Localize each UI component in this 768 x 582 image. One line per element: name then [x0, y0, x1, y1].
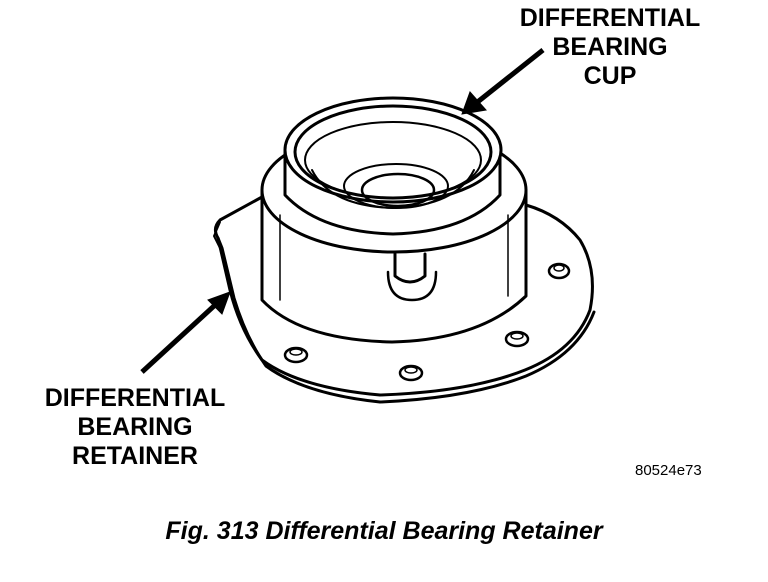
bearing-cup-label-line: CUP: [583, 62, 637, 90]
bolt-hole: [404, 366, 418, 374]
cup-arrowhead: [461, 91, 487, 115]
bearing-cup-label: DIFFERENTIAL BEARING CUP: [480, 6, 740, 93]
bearing-cup-label-line: BEARING: [552, 33, 668, 61]
cup-leader-line: [473, 48, 545, 106]
bolt-hole: [510, 332, 524, 340]
neck-top-rim: [283, 96, 503, 204]
bearing-retainer-label-line: RETAINER: [72, 442, 198, 470]
bolt-hole: [547, 262, 571, 280]
inner-bore-hole: [360, 172, 436, 208]
bearing-retainer-label-line: BEARING: [77, 413, 193, 441]
flange-edge: [216, 236, 596, 404]
inner-bore-outer: [343, 163, 449, 209]
bearing-retainer-label: DIFFERENTIAL BEARING RETAINER: [20, 386, 250, 473]
leader-arrows: [140, 48, 545, 374]
notch-bulge: [386, 270, 438, 302]
bolt-hole: [398, 364, 424, 382]
bearing-cup-label-line: DIFFERENTIAL: [519, 4, 701, 32]
flange-left-edge: [213, 221, 221, 249]
figure-caption: Fig. 313 Differential Bearing Retainer: [165, 517, 603, 545]
figure-code: 80524e73: [635, 462, 702, 479]
bolt-hole: [283, 346, 309, 364]
housing-notch: [393, 252, 427, 284]
retainer-leader-line: [140, 304, 216, 374]
bolt-hole: [289, 348, 303, 356]
bolt-hole: [504, 330, 530, 348]
bearing-retainer-label-line: DIFFERENTIAL: [44, 384, 226, 412]
bolt-hole: [553, 264, 565, 272]
retainer-arrowhead: [207, 291, 231, 315]
bolt-holes: [283, 262, 571, 382]
bearing-cup-inner: [304, 121, 482, 199]
